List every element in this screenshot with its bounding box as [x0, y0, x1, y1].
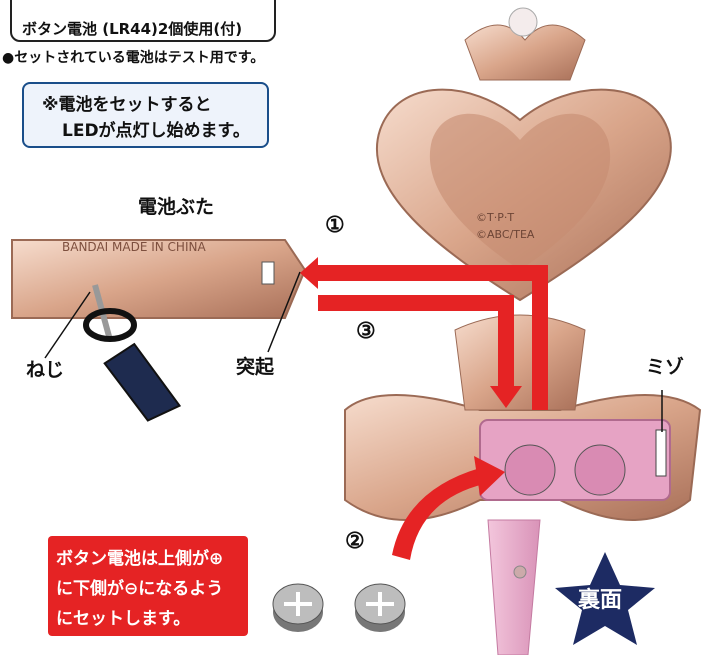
heart-engraving-1: ©T·P·T — [476, 211, 515, 224]
heart-engraving-2: ©ABC/TEA — [476, 228, 535, 241]
groove-slot — [655, 429, 667, 477]
battery-slot-right — [574, 444, 626, 496]
wand-crown — [464, 24, 586, 81]
step2-label: ② — [345, 528, 365, 554]
step1-label: ① — [325, 212, 345, 238]
led-notice-box — [22, 82, 269, 148]
led-notice-line1: ※電池をセットすると — [42, 95, 212, 115]
battery-cover-label: 電池ぶた — [138, 196, 215, 218]
wand-neck — [454, 314, 586, 411]
cover-tab — [261, 261, 275, 285]
screw-leader — [44, 291, 91, 359]
crown-gem — [508, 7, 538, 37]
screw-label: ねじ — [26, 359, 65, 381]
groove-label: ミゾ — [646, 356, 685, 378]
wand-handle — [487, 519, 541, 655]
protrusion-leader — [267, 271, 301, 353]
back-side-label: 裏面 — [578, 588, 623, 613]
loose-battery-1 — [272, 583, 324, 632]
battery-spec-box — [10, 0, 276, 42]
battery-spec-label: ボタン電池 (LR44)2個使用(付) — [22, 20, 243, 38]
wand-heart-inner — [429, 113, 611, 270]
wand-handle-gem — [513, 565, 527, 579]
polarity-line3: にセットします。 — [56, 609, 191, 629]
screwdriver-handle — [103, 342, 182, 422]
arrow-step2 — [392, 456, 505, 560]
star-badge — [555, 552, 655, 645]
arrow-step3 — [318, 295, 522, 408]
protrusion-label: 突起 — [236, 356, 275, 378]
test-battery-note: ●セットされている電池はテスト用です。 — [2, 50, 265, 66]
step3-label: ③ — [356, 318, 376, 344]
arrow-step1 — [300, 257, 548, 410]
loose-battery-2 — [354, 583, 406, 632]
battery-polarity-note: ボタン電池は上側が⊕ に下側が⊖になるよう にセットします。 — [48, 536, 248, 636]
rotate-arrow — [83, 308, 137, 342]
cover-engraving: BANDAI MADE IN CHINA — [62, 240, 206, 254]
polarity-line2: に下側が⊖になるよう — [56, 579, 224, 599]
polarity-line1: ボタン電池は上側が⊕ — [56, 549, 224, 569]
led-notice-line2: LEDが点灯し始めます。 — [62, 121, 250, 141]
battery-slot-left — [504, 444, 556, 496]
